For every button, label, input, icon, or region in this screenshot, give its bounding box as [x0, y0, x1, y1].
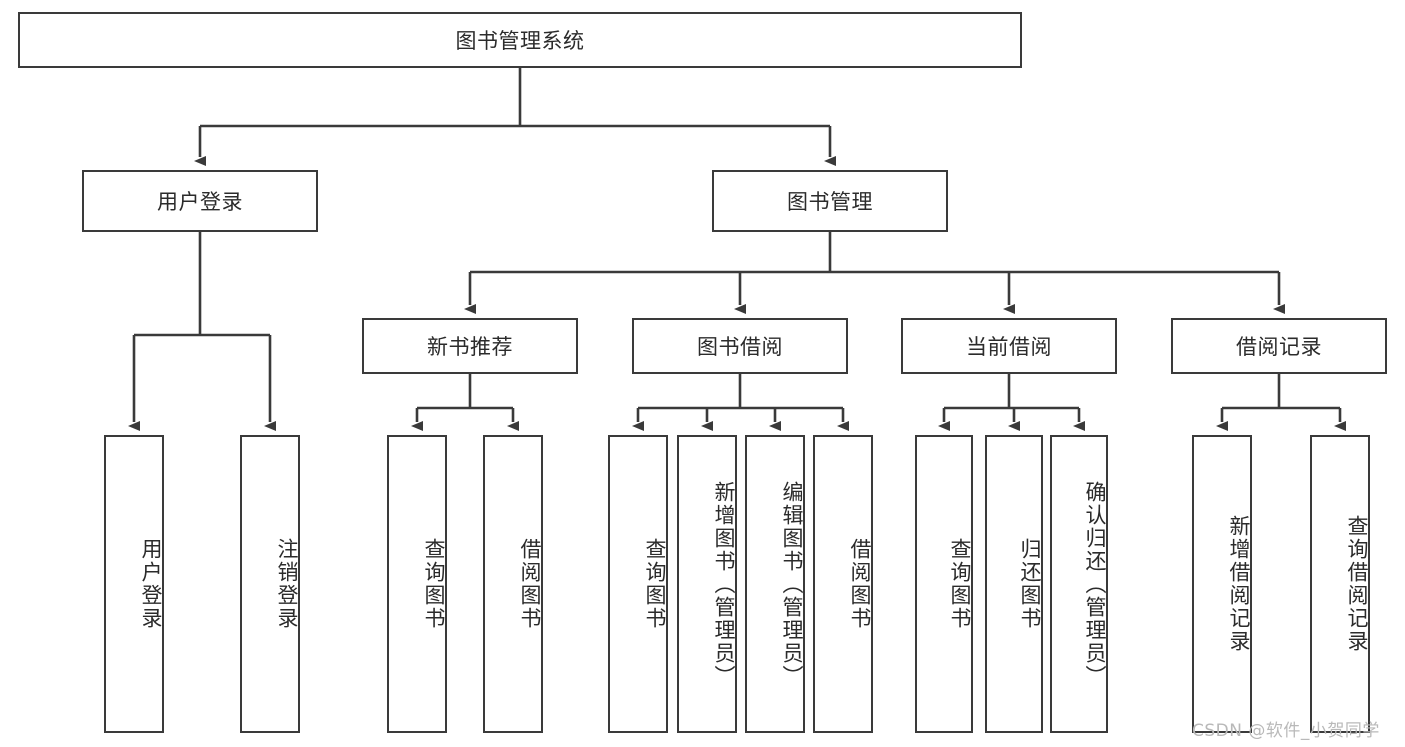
node-label: 图书借阅 — [697, 335, 783, 359]
level2-node-node-0-用户登录[interactable]: 用户登录 — [82, 170, 318, 232]
level3-node-node-1-图书借阅[interactable]: 图书借阅 — [632, 318, 848, 374]
level3-node-node-2-当前借阅[interactable]: 当前借阅 — [901, 318, 1117, 374]
leaf-node-node-10-确认归还管理[interactable]: 确认归还（管理员） — [1050, 435, 1108, 733]
node-label: 新书推荐 — [427, 335, 513, 359]
leaf-node-node-2-查询图书[interactable]: 查询图书 — [387, 435, 447, 733]
leaf-node-node-12-查询借阅记录[interactable]: 查询借阅记录 — [1310, 435, 1370, 733]
node-label: 当前借阅 — [966, 335, 1052, 359]
node-label: 借阅记录 — [1236, 335, 1322, 359]
node-label: 用户登录 — [139, 538, 163, 630]
node-label: 归还图书 — [1018, 538, 1042, 630]
node-label: 确认归还（管理员） — [1083, 480, 1107, 688]
level3-node-node-0-新书推荐[interactable]: 新书推荐 — [362, 318, 578, 374]
root-node-node-0-图书管理系统[interactable]: 图书管理系统 — [18, 12, 1022, 68]
node-label: 借阅图书 — [518, 538, 542, 630]
node-label: 注销登录 — [275, 538, 299, 630]
leaf-node-node-1-注销登录[interactable]: 注销登录 — [240, 435, 300, 733]
node-label: 图书管理 — [787, 190, 873, 214]
watermark-label: CSDN @软件_小贺同学 — [1192, 721, 1380, 741]
level2-node-node-1-图书管理[interactable]: 图书管理 — [712, 170, 948, 232]
leaf-node-node-3-借阅图书[interactable]: 借阅图书 — [483, 435, 543, 733]
node-label: 新增借阅记录 — [1227, 515, 1251, 653]
node-label: 新增图书（管理员） — [712, 480, 736, 688]
node-label: 查询借阅记录 — [1345, 515, 1369, 653]
leaf-node-node-6-编辑图书管理[interactable]: 编辑图书（管理员） — [745, 435, 805, 733]
node-label: 查询图书 — [643, 538, 667, 630]
leaf-node-node-8-查询图书[interactable]: 查询图书 — [915, 435, 973, 733]
node-label: 查询图书 — [948, 538, 972, 630]
leaf-node-node-7-借阅图书[interactable]: 借阅图书 — [813, 435, 873, 733]
level3-node-node-3-借阅记录[interactable]: 借阅记录 — [1171, 318, 1387, 374]
leaf-node-node-9-归还图书[interactable]: 归还图书 — [985, 435, 1043, 733]
leaf-node-node-4-查询图书[interactable]: 查询图书 — [608, 435, 668, 733]
leaf-node-node-11-新增借阅记录[interactable]: 新增借阅记录 — [1192, 435, 1252, 733]
node-label: 借阅图书 — [848, 538, 872, 630]
node-label: 用户登录 — [157, 190, 243, 214]
leaf-node-node-0-用户登录[interactable]: 用户登录 — [104, 435, 164, 733]
node-label: 图书管理系统 — [455, 29, 585, 53]
node-label: 查询图书 — [422, 538, 446, 630]
node-label: 编辑图书（管理员） — [780, 480, 804, 688]
leaf-node-node-5-新增图书管理[interactable]: 新增图书（管理员） — [677, 435, 737, 733]
